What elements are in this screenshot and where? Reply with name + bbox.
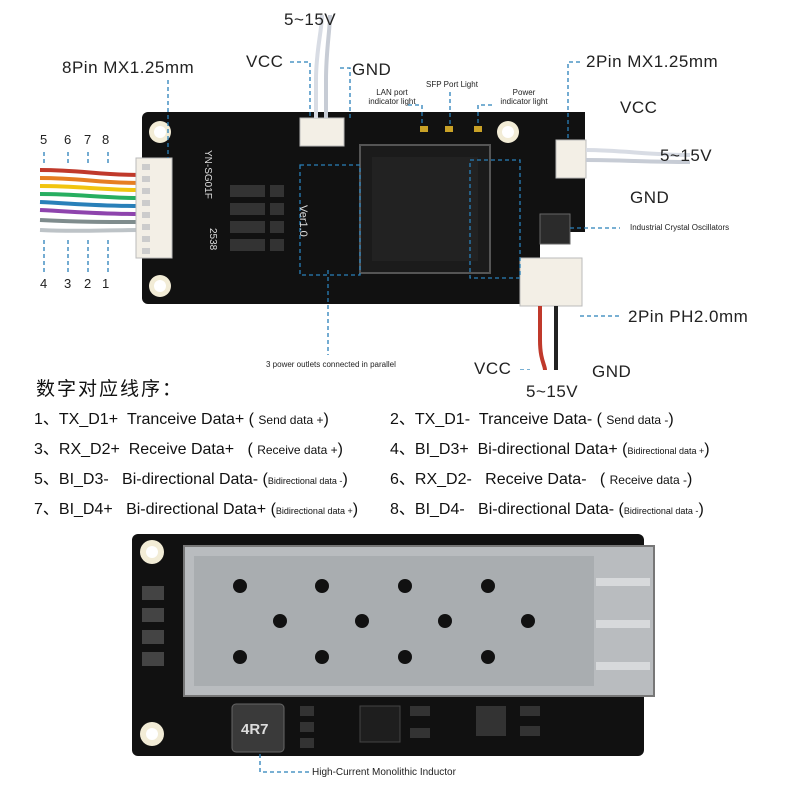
pin-desc: Bi-directional Data- [478, 501, 615, 518]
silk-code: 2538 [207, 228, 218, 251]
pin-note: Receive data - [609, 473, 688, 487]
pin-signal: BI_D4- [414, 501, 465, 518]
pin-desc: Bi-directional Data+ [126, 501, 267, 518]
pin2-top-label: 2Pin MX1.25mm [586, 52, 719, 71]
pin-num: 3、 [34, 441, 59, 458]
sfp-light-label: SFP Port Light [426, 80, 478, 89]
pin-signal: TX_D1- [414, 411, 471, 428]
pin-num: 8 [102, 132, 110, 147]
pin-num: 1、 [34, 411, 59, 428]
pin-num: 4、 [390, 441, 415, 458]
pin-signal: BI_D3- [58, 471, 109, 488]
pin-num: 2 [84, 276, 92, 291]
pin-row-5: 5、BI_D3- Bi-directional Data- (Bidirecti… [34, 471, 348, 488]
inductor [231, 703, 285, 753]
parallel-label: 3 power outlets connected in parallel [266, 360, 396, 369]
pin-row-4: 4、BI_D3+ Bi-directional Data+ (Bidirecti… [390, 441, 710, 458]
pin-num: 7 [84, 132, 92, 147]
pin-desc: Bi-directional Data+ [477, 441, 618, 458]
pin-signal: BI_D3+ [414, 441, 469, 458]
ph20-connector [519, 257, 583, 307]
pin-row-8: 8、BI_D4- Bi-directional Data- (Bidirecti… [390, 501, 704, 518]
ribbon-wires [39, 168, 141, 233]
pin-num: 5、 [34, 471, 59, 488]
pin8-label: 8Pin MX1.25mm [62, 58, 195, 77]
pin-num: 4 [40, 276, 48, 291]
lan-light-label: LAN port indicator light [368, 88, 416, 106]
vcc-right-label: VCC [620, 98, 658, 117]
pin-row-7: 7、BI_D4+ Bi-directional Data+ (Bidirecti… [34, 501, 359, 518]
right-mx-connector [555, 139, 587, 179]
gnd-top-label: GND [352, 60, 392, 79]
pin-row-2: 2、TX_D1- Tranceive Data- ( Send data -) [390, 411, 674, 428]
pin-desc: Bi-directional Data- [122, 471, 259, 488]
pin-note: Bidirectional data + [275, 506, 353, 516]
power-in-bottom-label: 5~15V [526, 382, 579, 401]
pin2-ph-label: 2Pin PH2.0mm [628, 307, 749, 326]
gnd-right-label: GND [630, 188, 670, 207]
pin-table-heading: 数字对应线序： [36, 379, 184, 400]
pin-signal: TX_D1+ [58, 411, 119, 428]
power-light-label: Power indicator light [500, 88, 548, 106]
pin-num: 3 [64, 276, 72, 291]
pin-num: 5 [40, 132, 48, 147]
pin-note: Bidirectional data + [627, 446, 705, 456]
gnd-bottom-label: GND [592, 362, 632, 381]
bottom-board-diagram: 4R7 [132, 534, 655, 773]
pin-note: Receive data + [257, 443, 338, 457]
pin-num: 2、 [390, 411, 415, 428]
silk-ver: Ver1.0 [297, 205, 309, 237]
pin-row-6: 6、RX_D2- Receive Data- ( Receive data -) [390, 471, 693, 488]
pin-note: Bidirectional data - [623, 506, 699, 516]
pin-note: Send data + [258, 413, 324, 427]
inductor-caption: High-Current Monolithic Inductor [312, 767, 456, 778]
vcc-bottom-label: VCC [474, 359, 512, 378]
pin-signal: RX_D2+ [58, 441, 120, 458]
top-power-connector [299, 117, 345, 147]
top-board-diagram: YN-SG01F Ver1.0 2538 [39, 14, 691, 370]
pin-num: 6 [64, 132, 72, 147]
pin-desc: Receive Data- [485, 471, 587, 488]
pin-desc: Tranceive Data- [478, 411, 593, 428]
power-in-top-label: 5~15V [284, 10, 337, 29]
pin-desc: Receive Data+ [128, 441, 235, 458]
pin-row-3: 3、RX_D2+ Receive Data+ ( Receive data +) [34, 441, 343, 458]
crystal-label: Industrial Crystal Oscillators [630, 223, 730, 232]
pin-num: 8、 [390, 501, 415, 518]
pin-num: 6、 [390, 471, 415, 488]
pin-num: 7、 [34, 501, 59, 518]
silk-model: YN-SG01F [202, 150, 213, 199]
pin-signal: RX_D2- [414, 471, 472, 488]
inductor-label: 4R7 [241, 721, 269, 738]
pin-signal: BI_D4+ [58, 501, 113, 518]
crystal-oscillator [539, 213, 571, 245]
power-in-right-label: 5~15V [660, 146, 713, 165]
pin-num: 1 [102, 276, 110, 291]
pin-row-1: 1、TX_D1+ Tranceive Data+ ( Send data +) [34, 411, 329, 428]
8pin-connector [135, 157, 173, 259]
vcc-top-label: VCC [246, 52, 284, 71]
pin-note: Send data - [606, 413, 669, 427]
pin-desc: Tranceive Data+ [126, 411, 245, 428]
pin-note: Bidirectional data - [267, 476, 343, 486]
